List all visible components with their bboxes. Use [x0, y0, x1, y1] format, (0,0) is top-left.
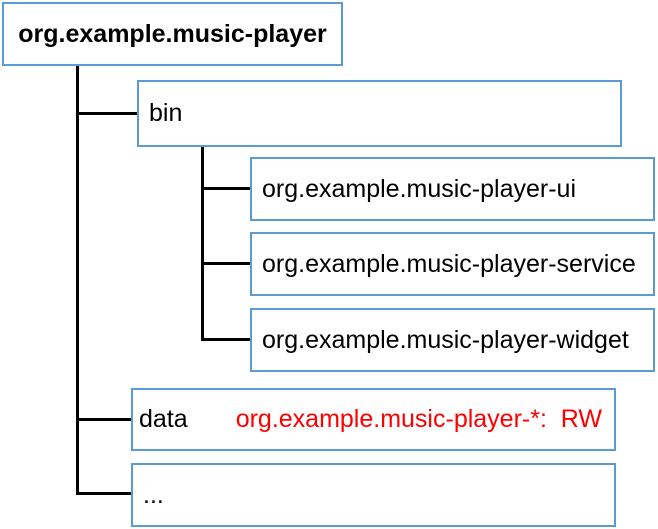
connector-trunk-bin: [201, 147, 204, 341]
connector-branch-service: [203, 262, 252, 265]
connector-branch-widget: [203, 338, 252, 341]
node-app-ui: org.example.music-player-ui: [250, 157, 655, 221]
connector-branch-ellipsis: [78, 492, 133, 495]
node-data-folder-label: data: [139, 405, 188, 434]
node-app-widget: org.example.music-player-widget: [250, 308, 655, 372]
node-bin-folder: bin: [137, 80, 622, 147]
node-ellipsis-folder-label: ...: [143, 480, 164, 509]
node-app-widget-label: org.example.music-player-widget: [262, 325, 629, 354]
connector-branch-ui: [203, 187, 252, 190]
node-app-ui-label: org.example.music-player-ui: [262, 174, 577, 203]
connector-trunk-root: [76, 66, 79, 495]
connector-branch-data: [78, 418, 133, 421]
node-bin-folder-label: bin: [149, 99, 183, 128]
data-permissions-annotation: org.example.music-player-*: RW: [235, 405, 602, 434]
node-data-folder: data org.example.music-player-*: RW: [131, 388, 616, 451]
node-ellipsis-folder: ...: [131, 463, 616, 527]
node-root-package: org.example.music-player: [2, 2, 343, 66]
node-root-package-label: org.example.music-player: [18, 19, 327, 48]
node-app-service-label: org.example.music-player-service: [262, 249, 636, 278]
connector-branch-bin: [78, 112, 139, 115]
node-app-service: org.example.music-player-service: [250, 232, 655, 296]
